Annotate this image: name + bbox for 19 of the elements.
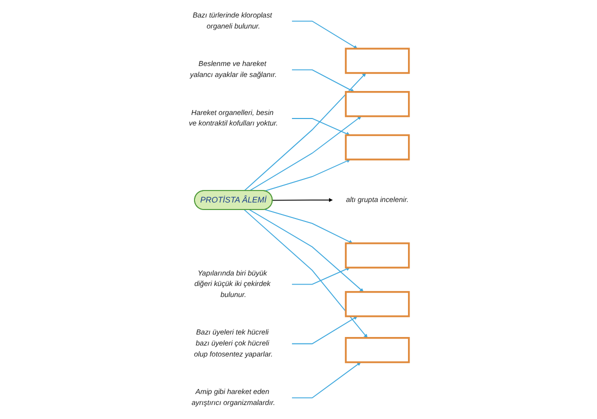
arrow [244, 72, 366, 192]
arrow [272, 198, 333, 202]
arrow [249, 209, 364, 292]
arrow [292, 267, 350, 285]
node-box [344, 91, 410, 118]
arrow [292, 69, 354, 92]
arrow [292, 362, 361, 398]
arrow [244, 209, 368, 338]
node-box [344, 48, 410, 74]
node-box [344, 337, 410, 364]
arrow [264, 209, 353, 244]
arrow [249, 116, 362, 192]
arrow [292, 118, 350, 136]
arrow [292, 316, 358, 344]
arrow [292, 20, 358, 49]
node-box [344, 291, 410, 318]
node-box [344, 134, 410, 160]
node-box [344, 242, 410, 269]
arrow [264, 159, 350, 192]
